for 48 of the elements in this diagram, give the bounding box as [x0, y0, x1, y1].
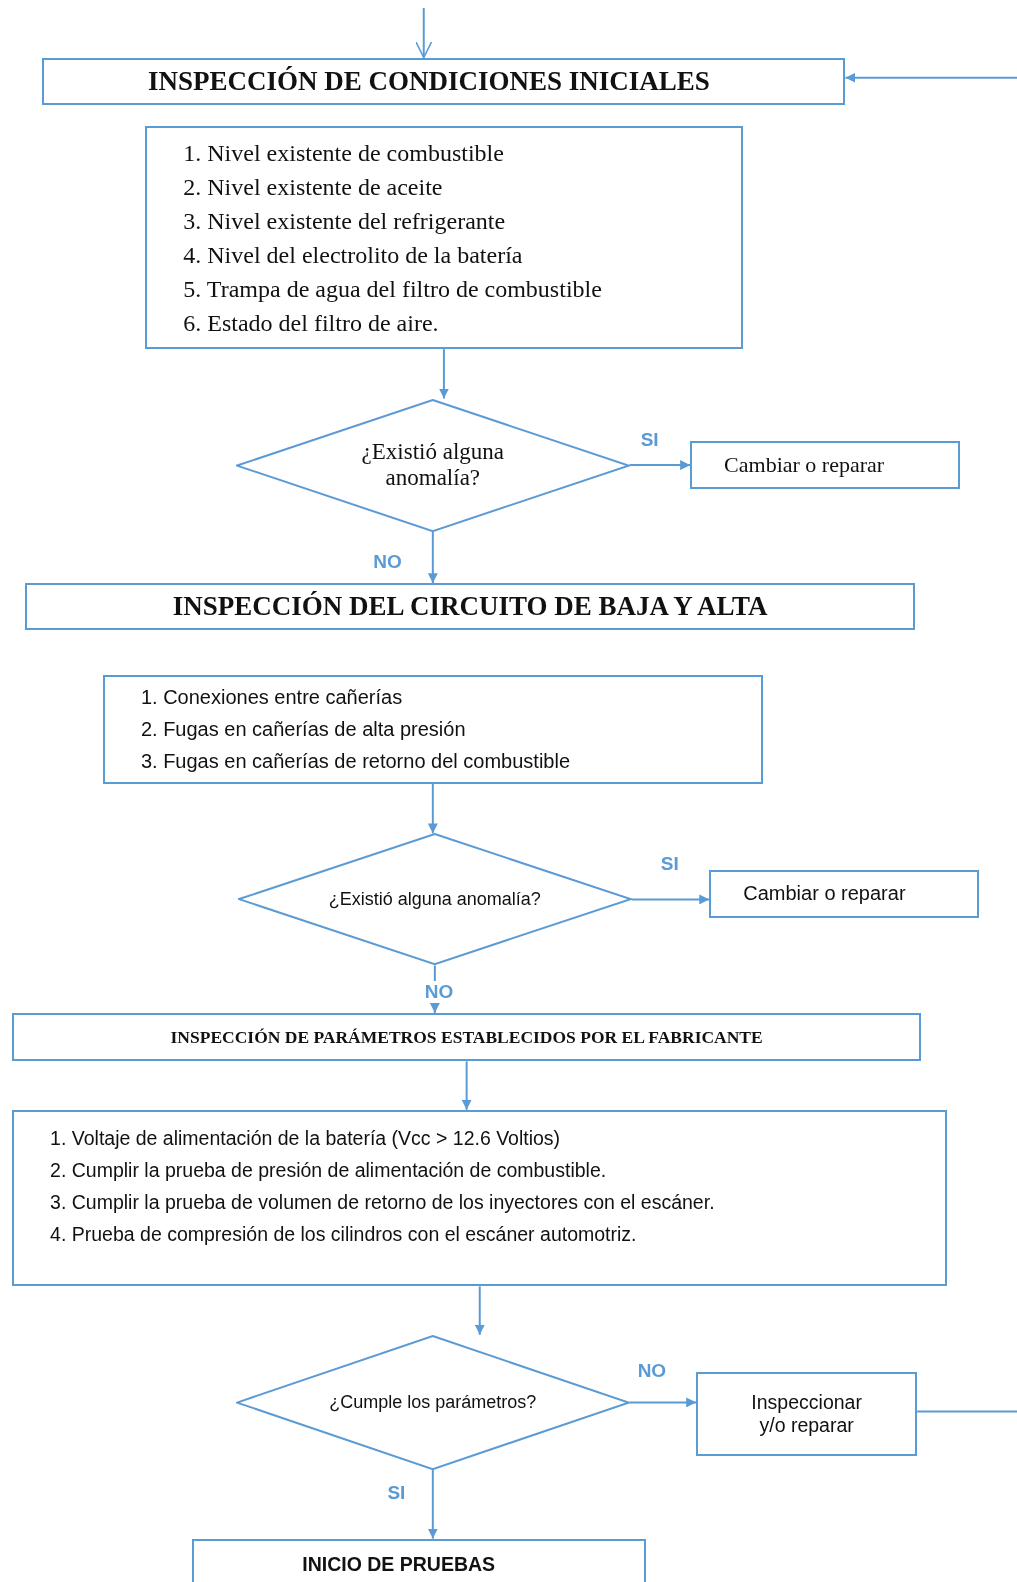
- process-box: [696, 1372, 918, 1456]
- arrow: [427, 1469, 438, 1540]
- list-item: 1. Voltaje de alimentación de la batería (Vcc > 12.6 Voltios): [50, 1125, 562, 1151]
- decision-question: ¿Cumple los parámetros?: [328, 1391, 538, 1413]
- arrow: [427, 530, 438, 585]
- arrow: [461, 1060, 472, 1111]
- checklist-box: [12, 1109, 948, 1287]
- list-item: 4. Nivel del electrolito de la batería: [183, 240, 524, 270]
- list-item: 4. Prueba de compresión de los cilindros con el escáner automotriz.: [50, 1221, 638, 1247]
- decision-diamond: [236, 1334, 630, 1470]
- stage-title: INSPECCIÓN DE PARÁMETROS ESTABLECIDOS POR EL FABRICANTE: [169, 1026, 764, 1048]
- action-label: Inspeccionar y/o reparar: [750, 1391, 863, 1437]
- action-label: Cambiar o reparar: [724, 452, 886, 479]
- edge-label: NO: [423, 980, 455, 1003]
- stage-header-box: [191, 1538, 646, 1582]
- stage-header-box: [42, 57, 846, 105]
- stage-header-box: [25, 583, 916, 630]
- arrow: [414, 7, 433, 59]
- list-item: 6. Estado del filtro de aire.: [183, 308, 440, 338]
- decision-question: ¿Existió alguna anomalía?: [327, 888, 542, 910]
- decision-diamond: [236, 398, 630, 532]
- list-item: 1. Conexiones entre cañerías: [140, 685, 404, 711]
- list-item: 1. Nivel existente de combustible: [183, 138, 505, 168]
- checklist-box: [145, 126, 743, 350]
- list-item: 3. Nivel existente del refrigerante: [183, 206, 507, 236]
- arrow: [844, 72, 1017, 83]
- arrow: [628, 460, 692, 471]
- list-item: 3. Cumplir la prueba de volumen de retorno de los inyectores con el escáner.: [50, 1189, 716, 1215]
- list-item: 3. Fugas en cañerías de retorno del combustible: [140, 749, 572, 775]
- stage-header-box: [12, 1012, 922, 1062]
- arrow: [630, 894, 711, 905]
- decision-question: ¿Existió alguna anomalía?: [360, 439, 505, 492]
- process-box: [690, 440, 961, 490]
- action-label: Cambiar o reparar: [743, 882, 907, 906]
- stage-title: INICIO DE PRUEBAS: [301, 1552, 497, 1576]
- checklist-box: [102, 674, 763, 784]
- stage-title: INSPECCIÓN DE CONDICIONES INICIALES: [147, 65, 711, 97]
- list-item: 2. Fugas en cañerías de alta presión: [140, 717, 467, 743]
- list-item: 2. Cumplir la prueba de presión de alimentación de combustible.: [50, 1157, 608, 1183]
- process-box: [709, 869, 979, 919]
- arrow: [438, 348, 449, 400]
- arrow: [427, 782, 438, 835]
- arrow: [474, 1285, 485, 1336]
- list-item: 5. Trampa de agua del filtro de combustible: [183, 274, 603, 304]
- arrow: [628, 1397, 698, 1408]
- stage-title: INSPECCIÓN DEL CIRCUITO DE BAJA Y ALTA: [171, 590, 769, 622]
- decision-diamond: [238, 833, 632, 966]
- list-item: 2. Nivel existente de aceite: [183, 172, 444, 202]
